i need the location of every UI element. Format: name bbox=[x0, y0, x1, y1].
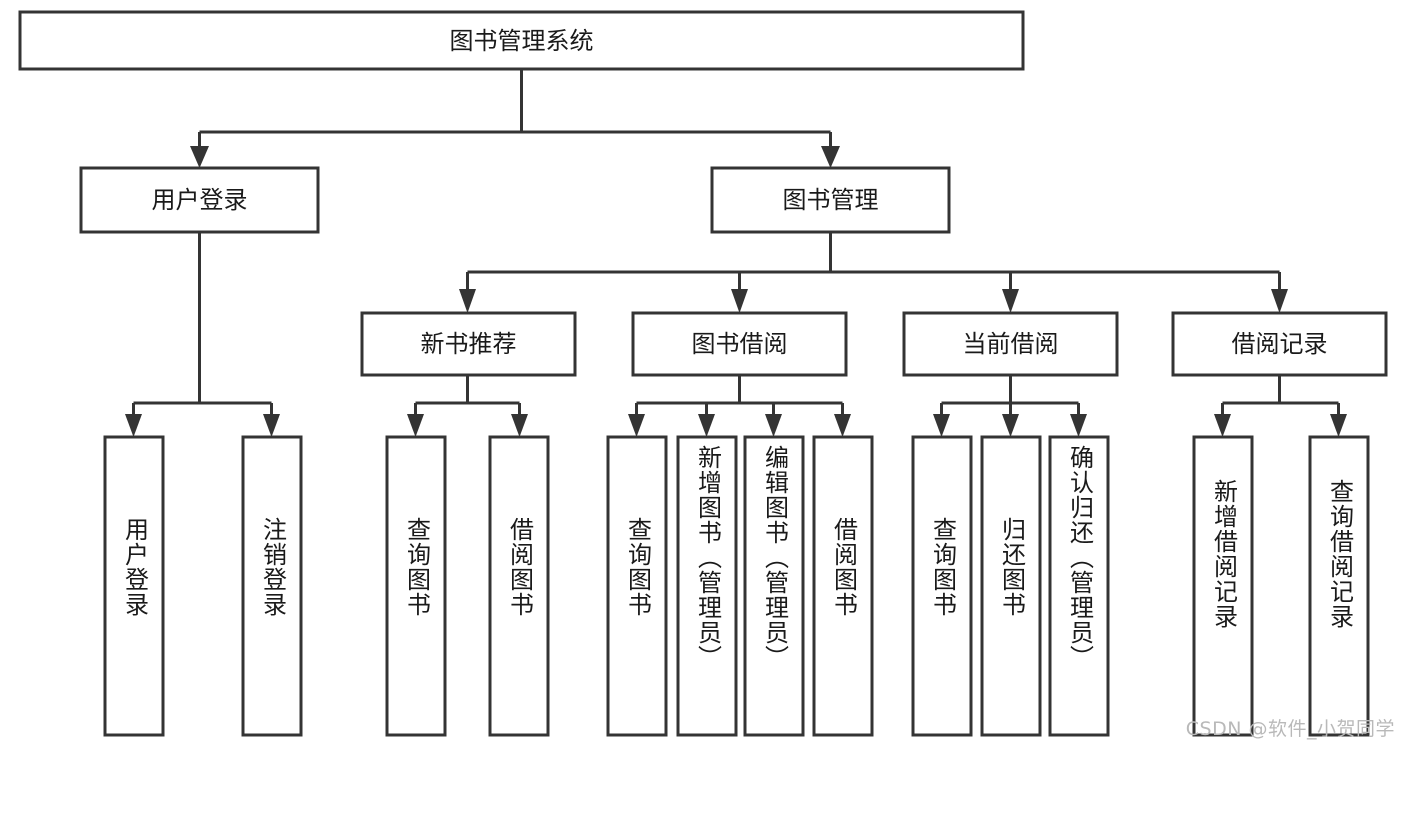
leaf-box-user-logout[interactable] bbox=[241, 435, 303, 737]
node-book-borrow-box[interactable] bbox=[631, 311, 848, 377]
node-book-manage[interactable]: 图书管理 bbox=[710, 166, 951, 234]
watermark-text: CSDN @软件_小贺同学 bbox=[1185, 718, 1395, 740]
arrowhead-leaf-confirm-return bbox=[1070, 414, 1087, 437]
tree-diagram-svg: 图书管理系统 用户登录 图书管理 新书推荐 图书借阅 当前借阅 借阅记录 bbox=[18, 10, 1388, 737]
node-current-borrow-label: 当前借阅 bbox=[963, 330, 1059, 358]
node-new-book-recommend-box[interactable] bbox=[360, 311, 577, 377]
leaf-box-query-book-3[interactable] bbox=[911, 435, 973, 737]
node-borrow-record[interactable]: 借阅记录 bbox=[1171, 311, 1388, 377]
arrowhead-new-book-recommend bbox=[459, 289, 476, 313]
arrowhead-leaf-return-book bbox=[1002, 414, 1019, 437]
node-root-label: 图书管理系统 bbox=[450, 27, 594, 55]
arrowhead-leaf-add-book bbox=[698, 414, 715, 437]
arrowhead-leaf-borrow-book-2 bbox=[834, 414, 851, 437]
leaf-box-borrow-book-1[interactable] bbox=[488, 435, 550, 737]
node-user-login-box[interactable] bbox=[79, 166, 320, 234]
node-user-login-label: 用户登录 bbox=[152, 186, 248, 214]
arrowhead-book-borrow bbox=[731, 289, 748, 313]
arrowhead-leaf-query-book-2 bbox=[628, 414, 645, 437]
arrowhead-leaf-user-login bbox=[125, 414, 142, 437]
arrowhead-leaf-edit-book bbox=[765, 414, 782, 437]
node-new-book-recommend[interactable]: 新书推荐 bbox=[360, 311, 577, 377]
leaf-box-add-book[interactable] bbox=[676, 435, 738, 737]
arrowhead-leaf-query-book-3 bbox=[933, 414, 950, 437]
arrowhead-current-borrow bbox=[1002, 289, 1019, 313]
node-book-manage-label: 图书管理 bbox=[783, 186, 879, 214]
leaf-box-return-book[interactable] bbox=[980, 435, 1042, 737]
connector-layer bbox=[125, 69, 1347, 437]
leaf-box-confirm-return[interactable] bbox=[1048, 435, 1110, 737]
leaf-box-add-record[interactable] bbox=[1192, 435, 1254, 737]
node-user-login[interactable]: 用户登录 bbox=[79, 166, 320, 234]
leaf-box-query-record[interactable] bbox=[1308, 435, 1370, 737]
node-borrow-record-label: 借阅记录 bbox=[1232, 330, 1328, 358]
node-book-borrow[interactable]: 图书借阅 bbox=[631, 311, 848, 377]
node-root-box[interactable] bbox=[18, 10, 1025, 71]
arrowhead-leaf-add-record bbox=[1214, 414, 1231, 437]
leaf-box-user-login[interactable] bbox=[103, 435, 165, 737]
node-borrow-record-box[interactable] bbox=[1171, 311, 1388, 377]
arrowhead-leaf-query-book-1 bbox=[407, 414, 424, 437]
node-root[interactable]: 图书管理系统 bbox=[18, 10, 1025, 71]
arrowhead-user-login bbox=[190, 146, 209, 168]
node-book-manage-box[interactable] bbox=[710, 166, 951, 234]
arrowhead-borrow-record bbox=[1271, 289, 1288, 313]
arrowhead-leaf-query-record bbox=[1330, 414, 1347, 437]
node-current-borrow-box[interactable] bbox=[902, 311, 1119, 377]
leaf-box-query-book-2[interactable] bbox=[606, 435, 668, 737]
leaf-box-edit-book[interactable] bbox=[743, 435, 805, 737]
node-current-borrow[interactable]: 当前借阅 bbox=[902, 311, 1119, 377]
leaf-box-query-book-1[interactable] bbox=[385, 435, 447, 737]
leaf-box-layer bbox=[103, 435, 1370, 737]
arrowhead-leaf-user-logout bbox=[263, 414, 280, 437]
leaf-box-borrow-book-2[interactable] bbox=[812, 435, 874, 737]
arrowhead-leaf-borrow-book-1 bbox=[511, 414, 528, 437]
diagram-canvas-container: 图书管理系统 用户登录 图书管理 新书推荐 图书借阅 当前借阅 借阅记录 bbox=[18, 10, 1395, 740]
node-book-borrow-label: 图书借阅 bbox=[692, 330, 788, 358]
node-new-book-recommend-label: 新书推荐 bbox=[421, 330, 517, 358]
arrowhead-book-manage bbox=[821, 146, 840, 168]
